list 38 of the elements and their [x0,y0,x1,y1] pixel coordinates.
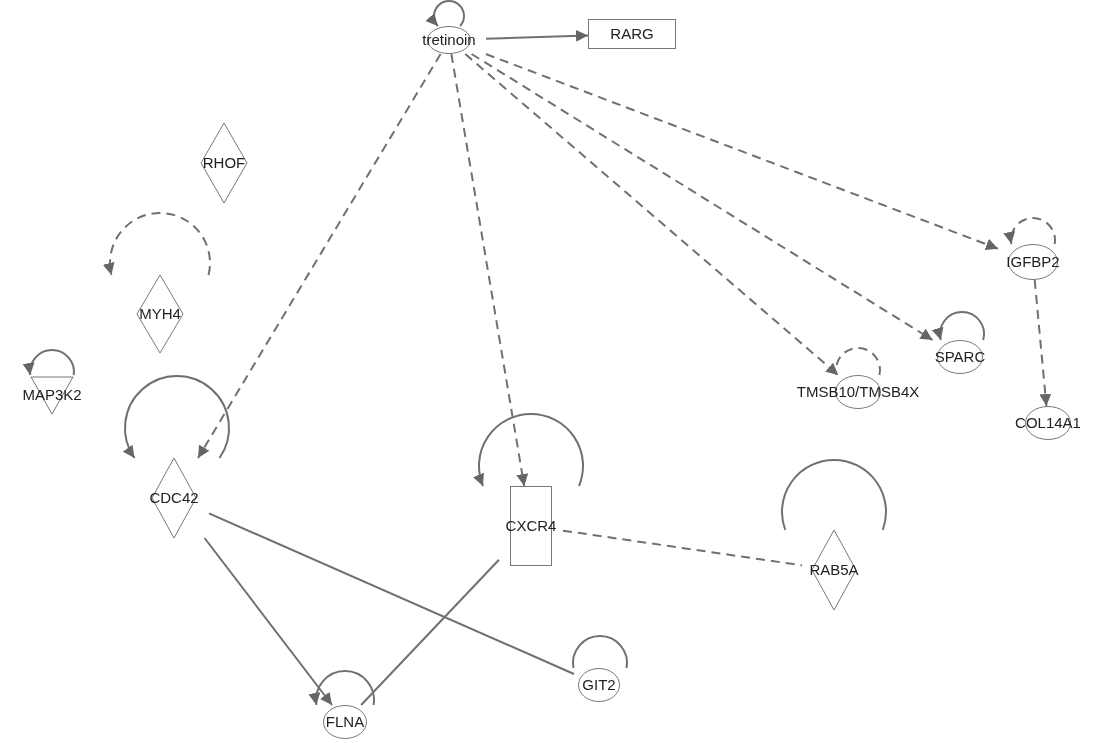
gene-label: TMSB10/TMSB4X [796,384,920,400]
ellipse-node [796,375,920,409]
self-loop [473,413,584,487]
ellipse-node [320,705,370,739]
self-loop [781,459,887,531]
connector-line [208,512,575,675]
connector-line [562,529,803,567]
arrow [485,29,589,42]
gene-label: RAB5A [809,562,859,578]
arrow [1033,279,1052,407]
rectangle-node [588,19,676,49]
self-loop [123,375,230,459]
self-loop [309,670,375,706]
arrow [464,53,840,376]
self-loop [1004,217,1056,245]
connector-line [360,558,500,706]
gene-label: FLNA [325,714,365,730]
gene-label: CDC42 [149,490,199,506]
gene-label: MYH4 [139,306,181,322]
arrow [197,53,442,459]
gene-label: COL14A1 [1015,415,1081,431]
gene-label: GIT2 [582,677,616,693]
gene-label: RHOF [202,155,246,171]
arrow [470,53,934,341]
gene-label: tretinoin [422,32,476,48]
arrow [203,537,333,706]
self-loop [932,311,985,341]
gene-label: SPARC [934,349,986,365]
gene-label: MAP3K2 [22,387,82,403]
gene-label: RARG [610,26,654,42]
arrow [484,53,999,251]
self-loop [835,347,881,376]
self-loop [425,0,465,27]
self-loop [103,212,211,276]
arrow [450,53,529,487]
self-loop [23,349,75,376]
gene-label: IGFBP2 [1006,254,1060,270]
self-loop [572,635,628,669]
